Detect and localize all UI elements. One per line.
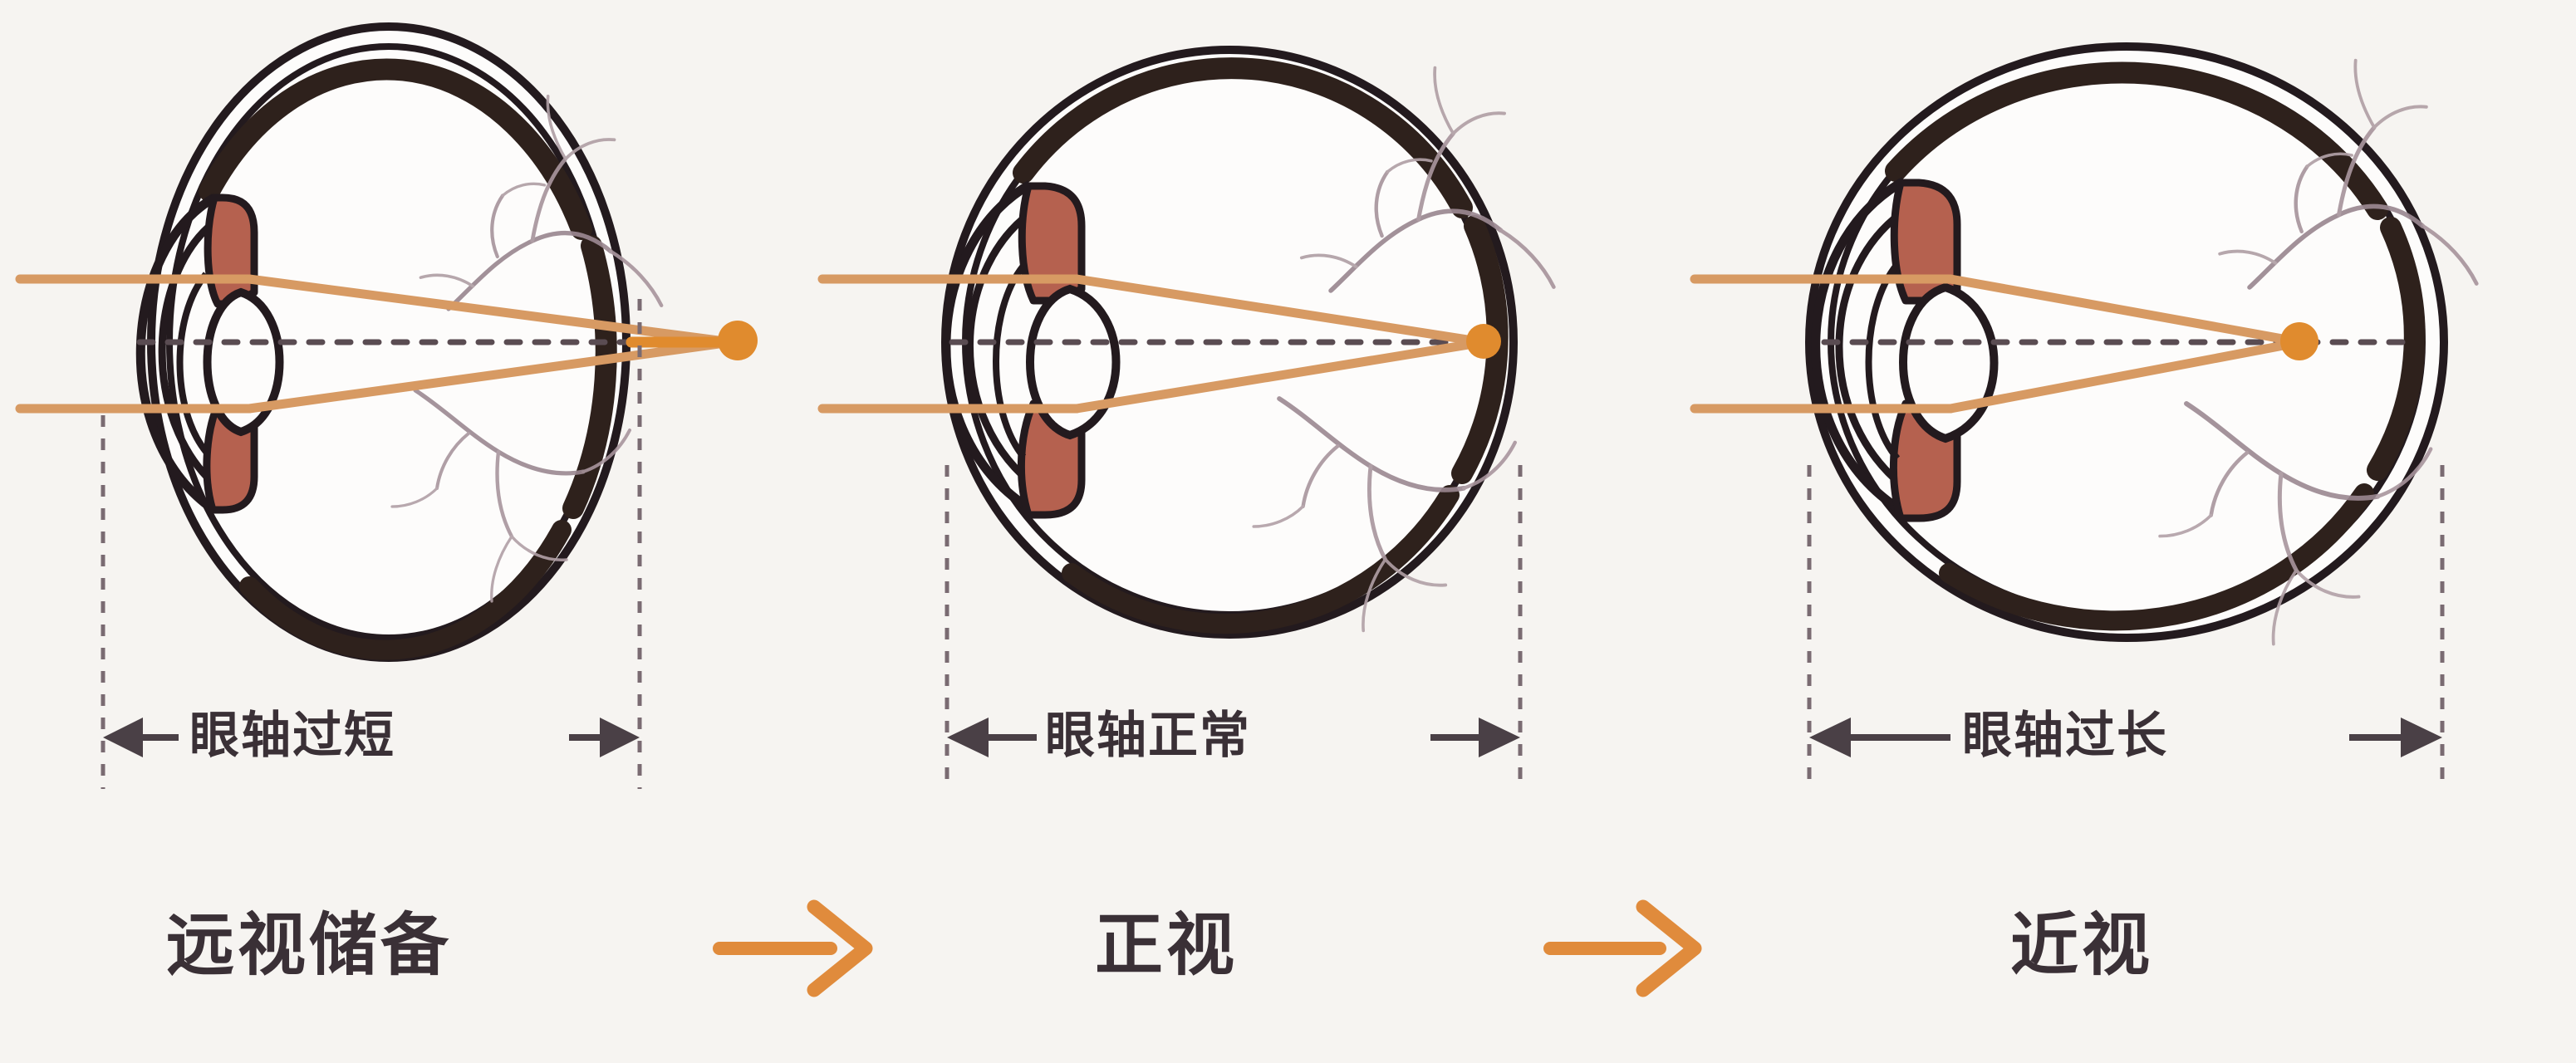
measure-label-backdrop xyxy=(1037,696,1430,781)
light-ray-lower-refracted xyxy=(244,337,736,414)
measure-arrow-head-left xyxy=(103,718,143,757)
light-ray-lower-refracted xyxy=(1945,337,2306,414)
panel-myopia xyxy=(1690,42,2476,789)
crystalline-lens xyxy=(1026,284,1121,440)
choroid-band-inferior xyxy=(1062,485,1460,634)
anterior-chamber-line xyxy=(993,263,1027,459)
stage-label-hyperopic-reserve: 远视储备 xyxy=(166,908,453,983)
panel-hyperopia xyxy=(15,22,758,789)
measure-label-backdrop xyxy=(1950,696,2349,781)
measure-arrow-head-left xyxy=(1809,718,1851,757)
choroid-band-inferior xyxy=(239,520,572,660)
axis-label-myopia: 眼轴过长 xyxy=(1962,708,2168,763)
measure-arrow-head-right xyxy=(600,718,640,757)
arrow-hyperopia-to-emmetropia xyxy=(713,899,873,997)
progression-arrow-head xyxy=(807,899,873,997)
sclera-outline xyxy=(1805,42,2448,642)
light-ray-lower-refracted xyxy=(1072,337,1489,414)
progression-arrow-head xyxy=(1636,899,1702,997)
crystalline-lens xyxy=(1899,282,1999,443)
axis-label-emmetropia: 眼轴正常 xyxy=(1045,708,1251,763)
iris-superior xyxy=(1890,179,1961,305)
measure-arrow-head-right xyxy=(2401,718,2442,757)
choroid-band-inferior xyxy=(1939,483,2374,631)
light-ray-upper-refracted xyxy=(1945,274,2306,347)
focal-point-marker xyxy=(2280,322,2318,360)
focal-point-marker xyxy=(718,321,758,360)
stage-label-myopia: 近视 xyxy=(2010,908,2154,983)
light-ray-upper-refracted xyxy=(1072,274,1489,347)
measure-arrow-head-left xyxy=(947,718,989,757)
cornea-inner xyxy=(966,204,1041,492)
stage-label-emmetropia: 正视 xyxy=(1095,908,1239,983)
iris-superior xyxy=(204,193,258,308)
cornea-outer xyxy=(941,180,1033,511)
measure-arrow-head-right xyxy=(1479,718,1520,757)
crystalline-lens xyxy=(203,287,284,437)
measure-label-backdrop xyxy=(179,696,569,781)
axis-label-hyperopia: 眼轴过短 xyxy=(189,708,395,763)
choroid-band-superior xyxy=(199,58,592,240)
panel-emmetropia xyxy=(817,46,1553,789)
choroid-band-posterior xyxy=(562,235,617,519)
anterior-chamber-line xyxy=(176,272,209,454)
choroid-band-superior xyxy=(1885,61,2388,220)
cornea-outer xyxy=(1811,177,1906,514)
light-ray-upper-refracted xyxy=(244,274,736,347)
choroid-band-posterior xyxy=(2367,217,2426,481)
cornea-inner xyxy=(158,214,223,492)
choroid-band-superior xyxy=(1013,57,1473,218)
arrow-emmetropia-to-myopia xyxy=(1543,899,1702,997)
focal-point-marker xyxy=(1466,324,1501,359)
anterior-chamber-line xyxy=(1865,262,1901,461)
